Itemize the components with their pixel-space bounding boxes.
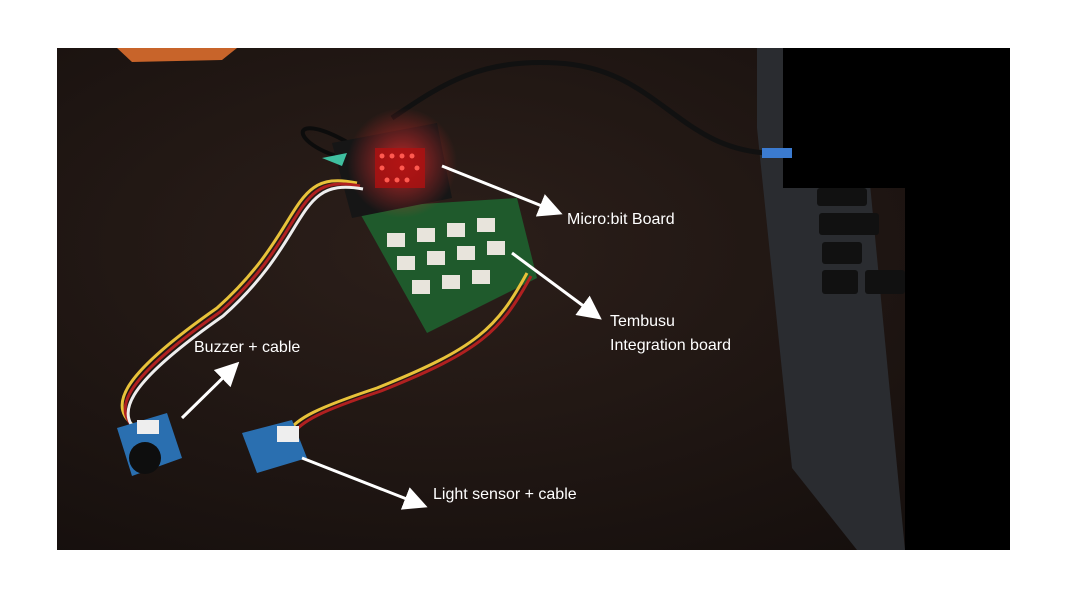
arrow-tembusu <box>511 251 602 320</box>
label-tembusu-line2: Integration board <box>610 337 731 354</box>
arrow-light-sensor <box>301 456 428 510</box>
orange-object <box>117 48 237 62</box>
light-sensor-module <box>242 420 307 473</box>
arrow-microbit <box>441 164 563 217</box>
microbit-board <box>322 108 457 218</box>
label-microbit-board: Micro:bit Board <box>567 211 675 228</box>
buzzer-module <box>117 413 182 476</box>
label-buzzer: Buzzer + cable <box>194 339 301 356</box>
usb-cable <box>390 59 768 156</box>
arrow-buzzer <box>180 361 240 420</box>
light-sensor-cable <box>285 272 529 434</box>
photo-setup <box>57 48 1010 550</box>
laptop <box>757 48 1010 550</box>
tembusu-board <box>357 198 537 333</box>
label-tembusu-line1: Tembusu <box>610 313 675 330</box>
label-light-sensor: Light sensor + cable <box>433 486 577 503</box>
buzzer-cable <box>120 179 358 430</box>
